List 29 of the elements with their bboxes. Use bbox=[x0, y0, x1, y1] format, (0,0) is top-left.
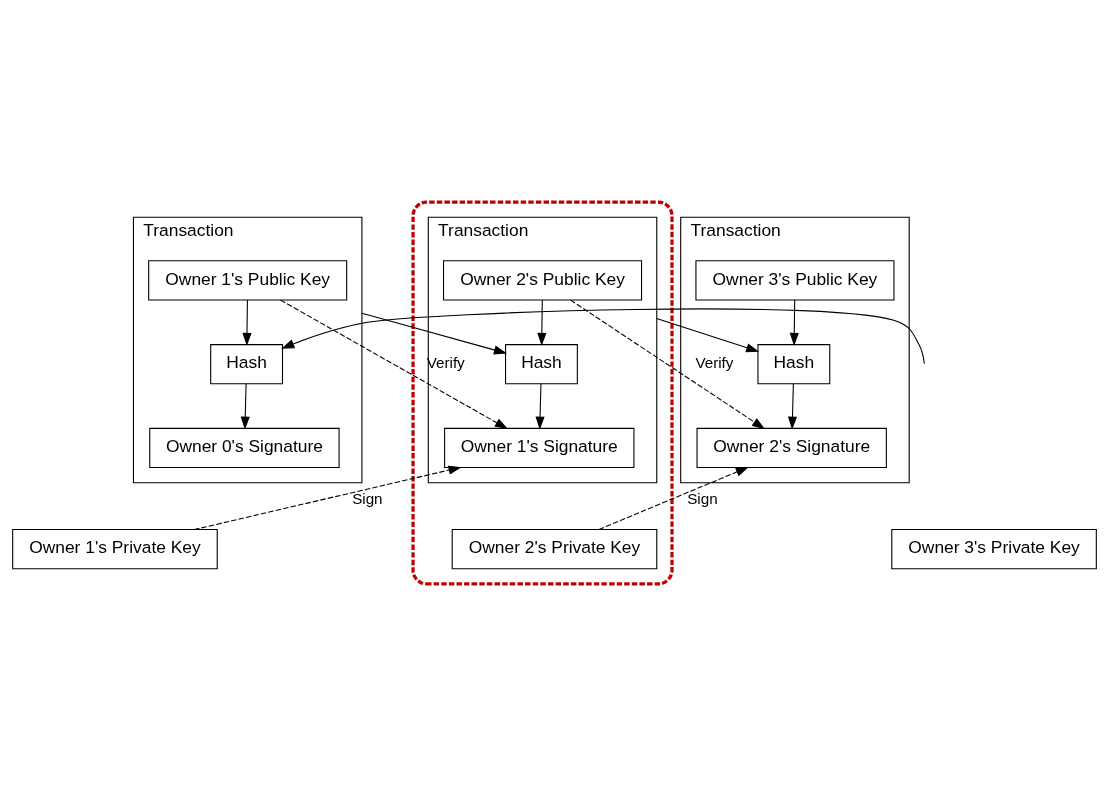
cluster bbox=[411, 200, 674, 586]
arrow bbox=[242, 299, 252, 346]
arrow bbox=[656, 318, 760, 353]
arrow bbox=[361, 312, 507, 355]
node-box: Owner 3's Private Key bbox=[891, 529, 1097, 570]
edge-label: Sign bbox=[687, 489, 718, 507]
node-box: Owner 2's Private Key bbox=[451, 529, 658, 570]
edge-label: Sign bbox=[352, 489, 383, 507]
node-box: Hash bbox=[757, 344, 831, 385]
arrow bbox=[281, 308, 925, 365]
node-box: Owner 3's Public Key bbox=[695, 260, 895, 301]
arrow bbox=[537, 299, 547, 346]
node-box: Owner 1's Signature bbox=[444, 427, 635, 469]
node-box: Owner 1's Public Key bbox=[148, 260, 348, 301]
arrow bbox=[598, 466, 749, 530]
node-box: Hash bbox=[505, 344, 578, 385]
node-box: Hash bbox=[210, 344, 284, 385]
arrow bbox=[787, 383, 798, 430]
node-box: Owner 2's Public Key bbox=[442, 260, 643, 301]
node-box: Owner 1's Private Key bbox=[12, 529, 218, 570]
arrow bbox=[789, 299, 799, 346]
edge-label: Verify bbox=[695, 354, 734, 372]
node-box: Owner 0's Signature bbox=[149, 427, 340, 469]
node-box: Owner 2's Signature bbox=[696, 427, 887, 469]
arrow bbox=[535, 383, 545, 430]
arrow bbox=[193, 465, 462, 531]
arrow bbox=[280, 299, 508, 430]
arrow bbox=[570, 299, 766, 430]
arrow bbox=[240, 383, 250, 430]
